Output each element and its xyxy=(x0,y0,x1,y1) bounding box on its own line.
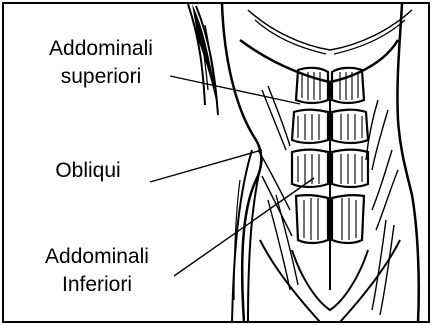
torso-right-edge xyxy=(397,4,418,322)
rectus-right xyxy=(332,68,368,243)
label-lower-abs-line2: Inferiori xyxy=(22,272,172,298)
label-upper-abs-line1: Addominali xyxy=(26,36,176,62)
leader-line-upper xyxy=(170,76,300,104)
chest-hatching-2 xyxy=(255,20,405,54)
label-lower-abs-line1: Addominali xyxy=(22,244,172,270)
label-upper-abs-line2: superiori xyxy=(26,64,176,90)
rectus-left xyxy=(292,68,328,243)
chest-contour xyxy=(240,40,398,82)
chest-hatching xyxy=(248,10,412,50)
arm-contour xyxy=(188,4,218,115)
label-obliques: Obliqui xyxy=(26,158,150,184)
